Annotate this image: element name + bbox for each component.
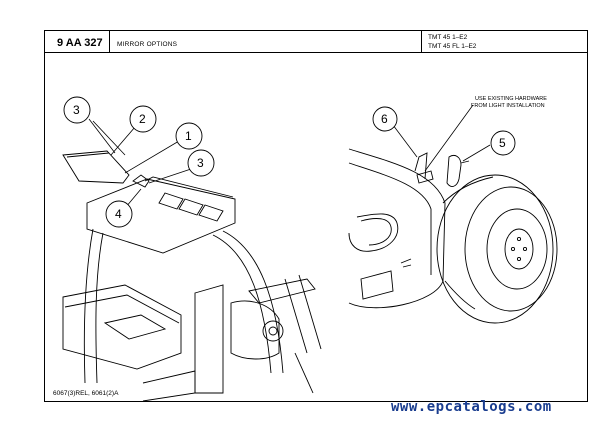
callout-6-label: 6 bbox=[381, 112, 388, 126]
left-view-forklift-cab bbox=[62, 150, 322, 401]
mirror-bracket bbox=[132, 174, 150, 188]
side-mirror-head bbox=[446, 154, 462, 187]
mirror-arm bbox=[414, 152, 428, 180]
callout-1 bbox=[175, 122, 203, 150]
callout-6 bbox=[372, 106, 398, 132]
callout-5-label: 5 bbox=[499, 136, 506, 150]
exploded-view-drawing: 3 2 1 3 4 bbox=[62, 96, 558, 401]
drawing-reference: 6067(3)REL, 6061(2)A bbox=[53, 390, 119, 397]
side-panel bbox=[360, 270, 394, 300]
callout-1-label: 1 bbox=[185, 129, 192, 143]
mirror-glass bbox=[62, 150, 130, 184]
cab-post-front bbox=[83, 228, 94, 384]
parts-catalog-sheet: 9 AA 327 MIRROR OPTIONS TMT 45 1–E2 TMT … bbox=[44, 30, 588, 402]
callout-4 bbox=[105, 200, 133, 228]
model-line-2: TMT 45 FL 1–E2 bbox=[428, 43, 477, 50]
hardware-note-line-2: FROM LIGHT INSTALLATION bbox=[471, 103, 545, 109]
callout-2-label: 2 bbox=[139, 112, 146, 126]
side-window bbox=[348, 213, 399, 252]
callout-2 bbox=[129, 105, 157, 133]
callout-4-label: 4 bbox=[115, 207, 122, 221]
hardware-note-line-1: USE EXISTING HARDWARE bbox=[475, 96, 547, 102]
model-list: TMT 45 1–E2 TMT 45 FL 1–E2 bbox=[422, 31, 587, 54]
part-code: 9 AA 327 bbox=[45, 31, 110, 52]
sheet-title: MIRROR OPTIONS bbox=[110, 31, 422, 52]
cab-body-side bbox=[348, 148, 446, 309]
callout-3-mid-label: 3 bbox=[197, 156, 204, 170]
drive-wheel bbox=[436, 174, 554, 324]
right-view-side-mirror bbox=[348, 148, 558, 324]
model-line-1: TMT 45 1–E2 bbox=[428, 34, 468, 41]
callout-3-top-label: 3 bbox=[73, 103, 80, 117]
callout-3-top bbox=[63, 96, 91, 124]
callout-5 bbox=[490, 130, 516, 156]
counterweight bbox=[62, 284, 182, 370]
callout-3-mid bbox=[187, 149, 215, 177]
watermark-url[interactable]: www.epcatalogs.com bbox=[391, 399, 552, 415]
cab-post-rear bbox=[212, 234, 272, 374]
sheet-header: 9 AA 327 MIRROR OPTIONS TMT 45 1–E2 TMT … bbox=[45, 31, 587, 53]
mast-assembly bbox=[194, 284, 224, 394]
